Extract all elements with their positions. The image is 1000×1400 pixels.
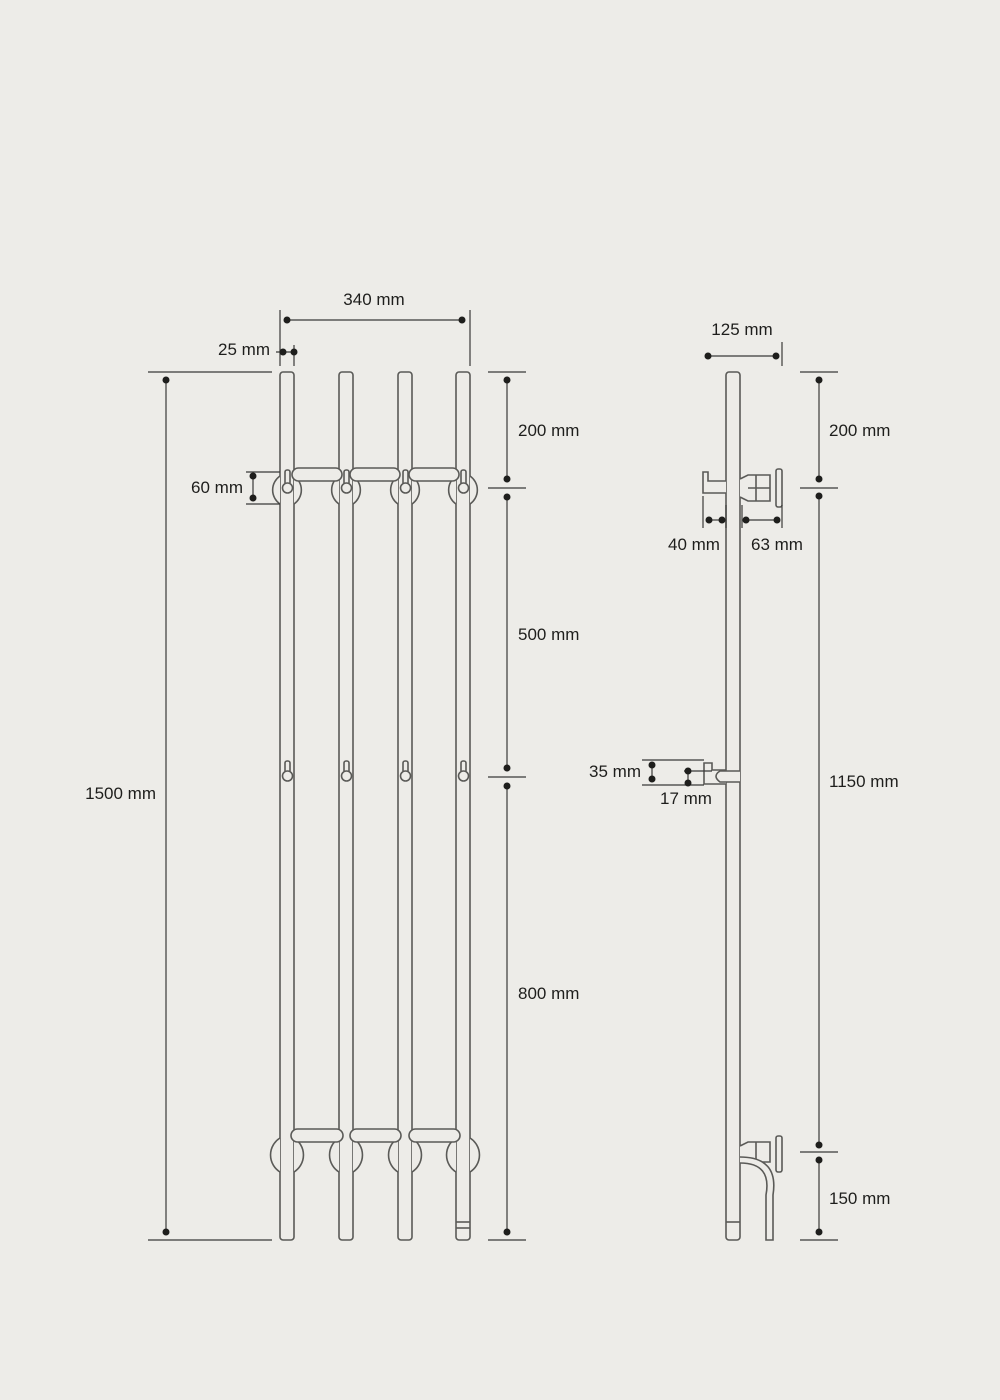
bottom-connector-2 — [349, 1128, 402, 1143]
bottom-connector-1 — [290, 1128, 344, 1143]
side-top-wall-plate — [775, 468, 783, 508]
top-connector-1 — [291, 467, 343, 482]
label-tube: 25 mm — [218, 340, 270, 359]
side-bottom-wall-plate — [775, 1135, 783, 1173]
mid-hook-3-knob — [399, 770, 412, 782]
mid-hook-1-knob — [281, 770, 294, 782]
label-side-depth: 125 mm — [711, 320, 772, 339]
bottom-bracket-3 — [387, 1137, 399, 1173]
bottom-bracket-4 — [445, 1137, 457, 1173]
top-bracket-1 — [271, 475, 281, 505]
bottom-bracket-1 — [269, 1137, 281, 1173]
dim-total-height: 1500 mm — [85, 371, 272, 1241]
tube-4 — [455, 371, 471, 1241]
label-side-top-segment: 200 mm — [829, 421, 890, 440]
side-bottom-assembly — [739, 1135, 783, 1241]
top-wall-brackets — [271, 467, 479, 505]
front-tubes — [279, 371, 471, 1241]
middle-hooks — [281, 760, 470, 782]
dim-side-middle-details: 35 mm 17 mm — [589, 759, 712, 808]
bottom-bracket-2b — [352, 1137, 364, 1173]
top-hook-3-knob — [399, 482, 412, 494]
label-front-top-segment: 200 mm — [518, 421, 579, 440]
side-top-assembly — [702, 468, 783, 508]
side-top-hook — [702, 471, 726, 494]
top-hook-4-knob — [457, 482, 470, 494]
label-front-bottom-segment: 800 mm — [518, 984, 579, 1003]
tube-3 — [397, 371, 413, 1241]
label-side-small-hook-depth: 17 mm — [660, 789, 712, 808]
dim-bracket: 60 mm — [191, 471, 280, 505]
side-middle-hook — [703, 762, 740, 785]
side-mid-hook-tip — [715, 770, 740, 783]
label-width: 340 mm — [343, 290, 404, 309]
dim-front-chain: 200 mm 500 mm 800 mm — [488, 371, 579, 1241]
mid-hook-2-knob — [340, 770, 353, 782]
top-hooks — [281, 469, 470, 494]
label-side-small-hook-height: 35 mm — [589, 762, 641, 781]
bottom-bracket-3b — [411, 1137, 423, 1173]
tube-1 — [279, 371, 295, 1241]
bottom-connector-3 — [408, 1128, 461, 1143]
side-bottom-curved-leg — [739, 1156, 775, 1241]
bottom-bracket-1b — [293, 1137, 305, 1173]
label-bracket: 60 mm — [191, 478, 243, 497]
top-connector-2 — [349, 467, 401, 482]
dim-tube: 25 mm — [218, 340, 298, 366]
dim-side-depth: 125 mm — [704, 320, 783, 366]
mid-hook-4-knob — [457, 770, 470, 782]
top-bracket-4b — [469, 475, 479, 505]
label-total-height: 1500 mm — [85, 784, 156, 803]
label-side-bracket-depth: 63 mm — [751, 535, 803, 554]
label-side-middle-segment: 1150 mm — [829, 772, 899, 791]
bottom-wall-brackets — [269, 1128, 481, 1173]
side-view: 125 mm 40 mm 63 mm — [589, 320, 899, 1241]
dim-width: 340 mm — [279, 290, 471, 366]
label-side-bottom-segment: 150 mm — [829, 1189, 890, 1208]
label-side-hook: 40 mm — [668, 535, 720, 554]
top-connector-3 — [408, 467, 460, 482]
top-hook-1-knob — [281, 482, 294, 494]
dim-side-top-details: 40 mm 63 mm — [668, 496, 803, 554]
dim-side-chain: 200 mm 1150 mm 150 mm — [800, 371, 899, 1241]
side-tube — [725, 371, 741, 1241]
front-view: 340 mm 25 mm 1500 mm 60 mm — [85, 290, 579, 1241]
tube-2 — [338, 371, 354, 1241]
bottom-bracket-2 — [328, 1137, 340, 1173]
top-hook-2-knob — [340, 482, 353, 494]
label-front-middle-segment: 500 mm — [518, 625, 579, 644]
bottom-bracket-4b — [469, 1137, 481, 1173]
